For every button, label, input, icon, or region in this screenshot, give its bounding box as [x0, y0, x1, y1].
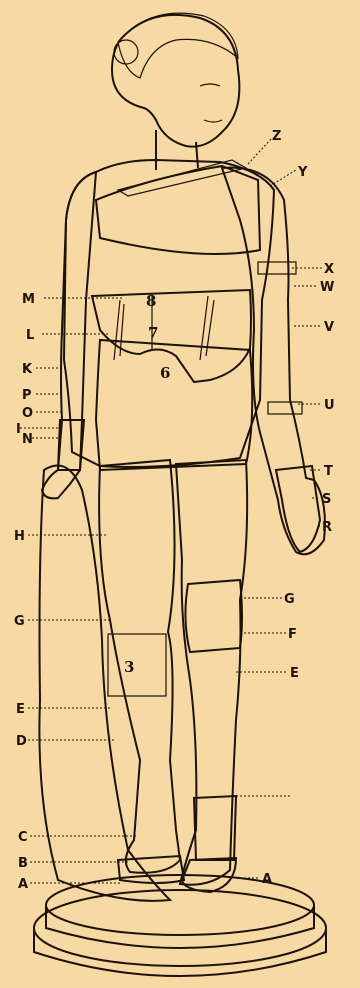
label-W: W	[320, 280, 334, 295]
number-3: 3	[124, 658, 134, 676]
label-S: S	[322, 492, 331, 507]
label-H: H	[14, 529, 25, 544]
labels-left: M L K P O I N H G E D C B A	[14, 292, 35, 892]
chest-bandage	[96, 166, 260, 254]
leg-left	[99, 460, 180, 873]
head	[112, 13, 239, 170]
label-I: I	[16, 422, 21, 437]
label-T: T	[324, 464, 333, 479]
label-E-left: E	[16, 702, 25, 717]
number-7: 7	[148, 324, 158, 342]
label-K: K	[22, 362, 33, 377]
label-O: O	[22, 406, 33, 421]
label-L: L	[26, 328, 34, 343]
label-N: N	[22, 432, 33, 447]
label-P: P	[22, 388, 32, 403]
label-M: M	[22, 292, 35, 307]
label-E-right: E	[290, 666, 299, 681]
pedestal	[34, 875, 326, 976]
arm-left	[42, 172, 96, 498]
label-U: U	[324, 398, 335, 413]
arm-right	[222, 168, 325, 555]
label-F: F	[288, 627, 297, 642]
label-R: R	[322, 520, 332, 535]
number-6: 6	[160, 364, 170, 382]
label-Z: Z	[272, 129, 281, 144]
label-A-left: A	[18, 877, 28, 892]
label-C: C	[18, 830, 28, 845]
label-G-left: G	[14, 614, 25, 629]
label-D: D	[16, 734, 27, 749]
number-8: 8	[146, 292, 156, 310]
label-V: V	[324, 320, 334, 335]
label-G-right: G	[284, 592, 295, 607]
label-A-right: A	[262, 872, 272, 887]
label-Y: Y	[297, 165, 308, 180]
label-B: B	[18, 856, 28, 871]
leader-lines-left	[20, 298, 136, 883]
label-X: X	[324, 262, 334, 277]
